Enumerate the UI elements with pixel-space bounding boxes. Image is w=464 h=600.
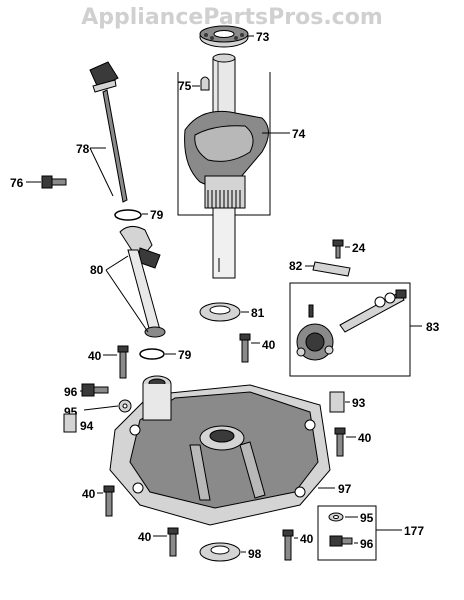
bolt-40-d xyxy=(103,485,115,517)
callout-73: 73 xyxy=(256,30,270,44)
callout-93: 93 xyxy=(352,396,366,410)
callout-75: 75 xyxy=(178,79,192,93)
bearing-73 xyxy=(199,25,249,48)
leader-95-a xyxy=(83,405,119,411)
dowel-94 xyxy=(63,413,77,433)
dowel-93 xyxy=(329,391,345,413)
oring-79-lower xyxy=(139,348,165,360)
screw-24 xyxy=(332,239,344,259)
callout-177: 177 xyxy=(404,524,424,538)
callout-79-upper: 79 xyxy=(150,208,164,222)
callout-40-d: 40 xyxy=(82,487,96,501)
dipstick-tube-80 xyxy=(119,226,166,338)
kit-177 xyxy=(328,512,353,547)
callout-40-f: 40 xyxy=(300,532,314,546)
bracket-82 xyxy=(312,261,351,277)
seal-98 xyxy=(199,542,241,562)
callout-96-a: 96 xyxy=(64,385,78,399)
seal-81 xyxy=(199,302,241,322)
oring-79-upper xyxy=(114,209,142,221)
callout-83: 83 xyxy=(426,320,440,334)
callout-78: 78 xyxy=(76,142,90,156)
bolt-76 xyxy=(41,175,67,189)
leader-78 xyxy=(89,147,114,197)
callout-98: 98 xyxy=(248,547,262,561)
callout-40-a: 40 xyxy=(88,349,102,363)
callout-40-c: 40 xyxy=(358,431,372,445)
callout-94: 94 xyxy=(80,419,94,433)
key-75 xyxy=(200,76,210,91)
callout-96-b: 96 xyxy=(360,537,374,551)
callout-80: 80 xyxy=(90,263,104,277)
leader-80 xyxy=(105,255,149,333)
callout-74: 74 xyxy=(292,127,306,141)
callout-24: 24 xyxy=(352,241,366,255)
bolt-40-c xyxy=(334,427,346,457)
callout-79-lower: 79 xyxy=(178,348,192,362)
bolt-40-e xyxy=(167,527,179,557)
kit-177-box xyxy=(317,505,377,561)
crankshaft-74 xyxy=(184,53,269,279)
callout-97: 97 xyxy=(338,482,352,496)
callout-40-b: 40 xyxy=(262,338,276,352)
dipstick-78 xyxy=(89,61,128,203)
callout-81: 81 xyxy=(251,306,265,320)
callout-95-b: 95 xyxy=(360,511,374,525)
governor-assembly-83 xyxy=(296,289,407,361)
bolt-40-f xyxy=(282,529,294,561)
bolt-40-a xyxy=(117,345,129,379)
watermark-text: AppliancePartsPros.com xyxy=(81,5,383,30)
callout-76: 76 xyxy=(10,176,24,190)
governor-group-box xyxy=(289,282,411,377)
callout-40-e: 40 xyxy=(138,530,152,544)
bolt-40-b xyxy=(239,333,251,363)
bolt-96-a xyxy=(81,383,109,397)
washer-95-a-hole xyxy=(122,403,128,409)
callout-82: 82 xyxy=(289,259,303,273)
sump-97 xyxy=(109,375,331,526)
